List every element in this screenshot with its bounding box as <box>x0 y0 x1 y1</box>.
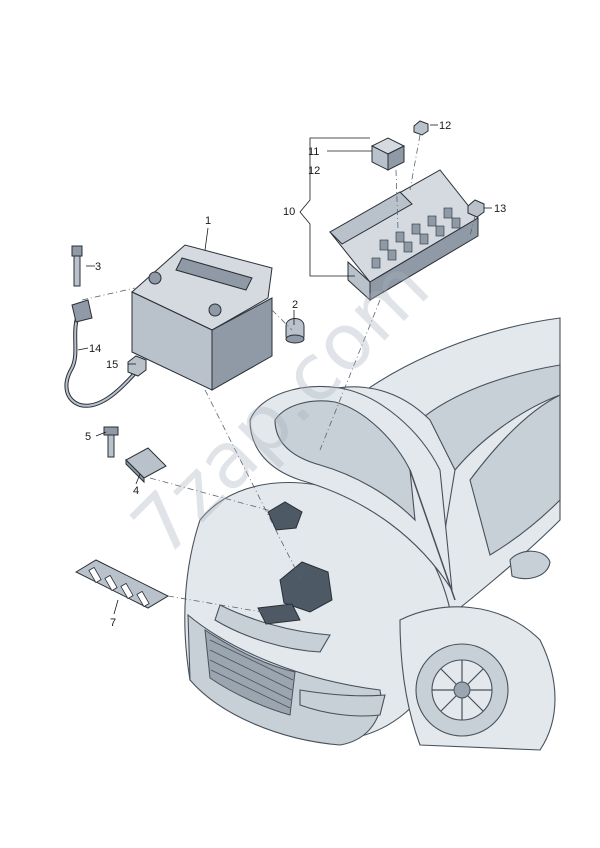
label-13: 13 <box>494 203 506 215</box>
nut-part-15 <box>127 355 147 377</box>
label-12-bracket: 12 <box>308 165 320 177</box>
bolt-part-3 <box>71 245 83 287</box>
part-labels: 1 2 3 4 5 7 10 11 12 12 13 14 15 <box>85 120 506 629</box>
assembly-lines <box>81 134 476 613</box>
bolt-part-5 <box>103 426 119 458</box>
label-7: 7 <box>110 617 116 629</box>
label-12: 12 <box>439 120 451 132</box>
bracket-part-4 <box>125 447 167 484</box>
label-4: 4 <box>133 485 139 497</box>
label-1: 1 <box>205 215 211 227</box>
label-10: 10 <box>283 206 295 218</box>
car-illustration <box>184 317 561 751</box>
trunk-marker-7 <box>257 603 301 625</box>
cap-part-2 <box>285 318 305 344</box>
label-15: 15 <box>106 359 118 371</box>
battery-part <box>131 244 273 391</box>
nut-part-13 <box>467 199 485 218</box>
label-11: 11 <box>308 146 319 158</box>
leader-lines <box>77 124 492 615</box>
label-14: 14 <box>89 343 101 355</box>
trunk-marker-battery <box>279 561 333 613</box>
plate-part-7 <box>74 559 170 609</box>
nut-part-12 <box>413 120 429 136</box>
label-2: 2 <box>292 299 298 311</box>
trunk-marker-4 <box>267 501 303 531</box>
fuse-box-part-10 <box>329 169 479 302</box>
relay-part-11 <box>370 137 406 171</box>
label-5: 5 <box>85 431 91 443</box>
ground-cable-part-14 <box>64 299 138 408</box>
label-3: 3 <box>95 261 101 273</box>
